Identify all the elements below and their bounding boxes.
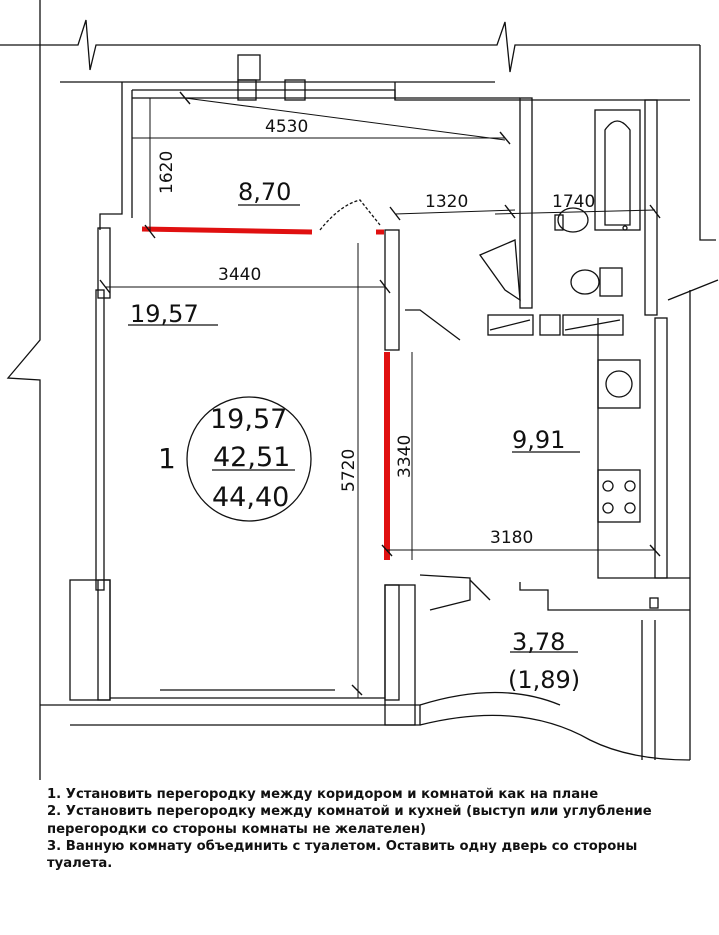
dim-1620: 1620 [157, 151, 177, 194]
rooms-count: 1 [158, 442, 176, 475]
dim-3440: 3440 [218, 265, 261, 285]
exterior-wall-left [6, 0, 41, 780]
notes: 1. Установить перегородку между коридоро… [47, 786, 707, 872]
total-area: 42,51 [213, 442, 290, 473]
area-summary-circle [186, 396, 312, 522]
dim-1320: 1320 [425, 192, 468, 212]
area-balcony-reduced: (1,89) [508, 666, 580, 694]
note-1: 1. Установить перегородку между коридоро… [47, 787, 599, 802]
dim-3180: 3180 [490, 528, 533, 548]
dim-5720: 5720 [339, 449, 359, 492]
dim-3340: 3340 [395, 435, 415, 478]
note-2: 2. Установить перегородку между комнатой… [47, 804, 652, 837]
dim-4530: 4530 [265, 117, 308, 137]
area-corridor: 8,70 [238, 178, 291, 206]
area-kitchen: 9,91 [512, 426, 565, 454]
total-with-balcony: 44,40 [212, 482, 289, 513]
area-room: 19,57 [130, 300, 199, 328]
note-3: 3. Ванную комнату объединить с туалетом.… [47, 838, 638, 872]
area-balcony: 3,78 [512, 628, 565, 656]
dim-1740: 1740 [552, 192, 595, 212]
new-partition-corridor [141, 226, 384, 235]
exterior-wall-top [0, 19, 700, 73]
living-area: 19,57 [210, 404, 287, 435]
floor-plan: 4530 1620 1320 1740 3440 5720 3340 3180 … [0, 0, 719, 780]
